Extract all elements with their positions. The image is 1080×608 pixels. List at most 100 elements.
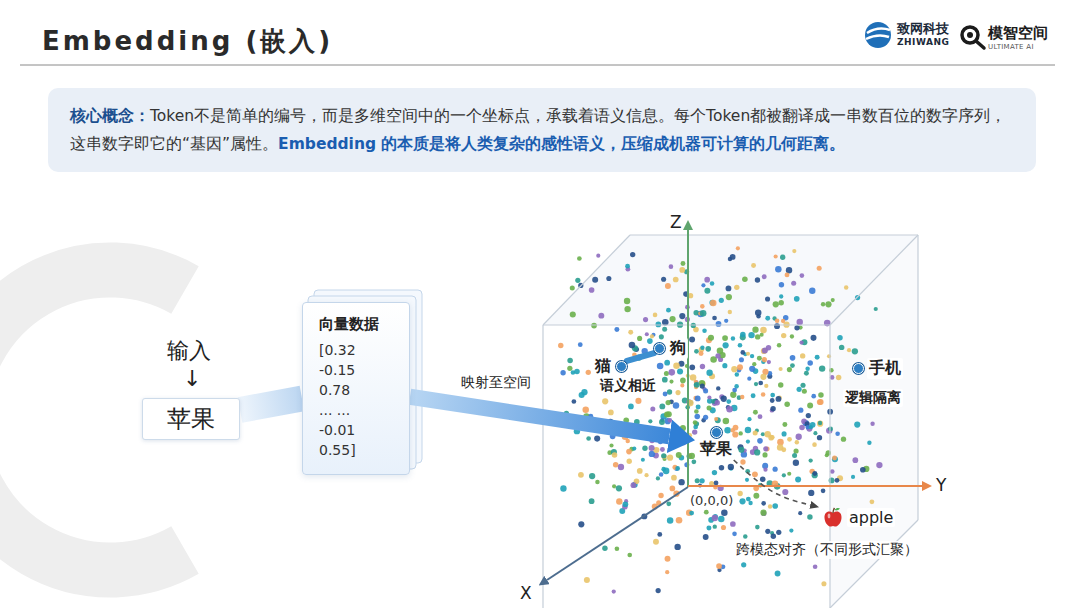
embedding-dot bbox=[703, 415, 708, 420]
embedding-dot bbox=[751, 263, 756, 268]
embedding-dot bbox=[696, 405, 701, 410]
embedding-dot bbox=[659, 404, 665, 410]
embedding-dot bbox=[734, 285, 739, 290]
embedding-dot bbox=[767, 360, 771, 364]
embedding-dot bbox=[606, 276, 611, 281]
image-point: apple bbox=[822, 506, 895, 528]
embedding-dot bbox=[715, 353, 720, 358]
embedding-dot bbox=[825, 301, 831, 307]
embedding-dot bbox=[693, 420, 698, 425]
embedding-dot bbox=[835, 431, 840, 436]
embedding-dot bbox=[787, 437, 792, 442]
embedding-dot bbox=[763, 468, 767, 472]
embedding-dot bbox=[809, 458, 813, 462]
embedding-dot bbox=[714, 400, 719, 405]
node-text: 猫 bbox=[593, 356, 613, 377]
y-axis bbox=[688, 485, 922, 487]
embedding-dot bbox=[794, 325, 799, 330]
embedding-dot bbox=[810, 422, 816, 428]
embedding-dot bbox=[790, 363, 795, 368]
embedding-dot bbox=[800, 273, 805, 278]
connector bbox=[240, 398, 302, 409]
apple-icon bbox=[822, 506, 844, 528]
embedding-dot bbox=[712, 470, 717, 475]
embedding-dot bbox=[730, 521, 736, 527]
embedding-dot bbox=[626, 449, 632, 455]
embedding-dot bbox=[721, 525, 726, 530]
embedding-dot bbox=[608, 410, 614, 416]
embedding-dot bbox=[642, 446, 647, 451]
embedding-dot bbox=[676, 517, 683, 524]
embedding-dot bbox=[799, 425, 805, 431]
embedding-dot bbox=[723, 418, 730, 425]
connector bbox=[627, 353, 654, 361]
embedding-dot bbox=[797, 387, 802, 392]
embedding-dot bbox=[644, 473, 648, 477]
embedding-dot bbox=[746, 439, 750, 443]
embedding-dot bbox=[740, 332, 746, 338]
embedding-dot bbox=[700, 304, 705, 309]
annotation: 语义相近 bbox=[598, 377, 658, 395]
embedding-dot bbox=[764, 384, 768, 388]
embedding-dot bbox=[748, 501, 752, 505]
embedding-dot bbox=[853, 457, 859, 463]
point-dot bbox=[654, 343, 665, 354]
embedding-dot bbox=[781, 447, 786, 452]
embedding-dot bbox=[780, 255, 785, 260]
embedding-dot bbox=[612, 589, 616, 593]
embedding-dot bbox=[700, 310, 707, 317]
embedding-dot bbox=[699, 478, 704, 483]
embedding-dot bbox=[714, 417, 718, 421]
embedding-dot bbox=[670, 440, 675, 445]
embedding-dot bbox=[706, 370, 712, 376]
embedding-dot bbox=[602, 398, 608, 404]
embedding-dot bbox=[661, 277, 666, 282]
embedding-dot bbox=[825, 453, 829, 457]
embedding-dot bbox=[628, 404, 634, 410]
embedding-dot bbox=[707, 395, 711, 399]
embedding-dot bbox=[772, 503, 778, 509]
embedding-dot bbox=[589, 473, 595, 479]
embedding-dot bbox=[740, 459, 745, 464]
embedding-dot bbox=[740, 395, 744, 399]
embedding-dot bbox=[578, 472, 584, 478]
embedding-dot bbox=[818, 421, 822, 425]
embedding-dot bbox=[758, 414, 763, 419]
embedding-dot bbox=[671, 475, 677, 481]
embedding-dot bbox=[818, 399, 824, 405]
embedding-dot bbox=[689, 364, 695, 370]
embedding-dot bbox=[715, 417, 721, 423]
node-text: 狗 bbox=[668, 338, 688, 359]
embedding-dot bbox=[844, 285, 848, 289]
embedding-dot bbox=[602, 546, 607, 551]
embedding-dot bbox=[782, 489, 788, 495]
z-axis bbox=[687, 230, 689, 487]
embedding-dot bbox=[773, 467, 778, 472]
embedding-dot bbox=[765, 529, 770, 534]
embedding-dot bbox=[613, 462, 618, 467]
embedding-dot bbox=[669, 380, 673, 384]
embedding-dot bbox=[831, 298, 835, 302]
embedding-dot bbox=[670, 486, 676, 492]
embedding-dot bbox=[798, 408, 803, 413]
embedding-dot bbox=[701, 283, 705, 287]
embedding-dot bbox=[694, 349, 699, 354]
point-label: 手机 bbox=[853, 358, 903, 379]
embedding-dot bbox=[626, 439, 630, 443]
embedding-dot bbox=[624, 306, 630, 312]
embedding-dot bbox=[770, 435, 775, 440]
embedding-dot bbox=[716, 321, 722, 327]
embedding-dot bbox=[669, 369, 676, 376]
magnifier-logo bbox=[962, 27, 984, 48]
embedding-dot bbox=[796, 319, 802, 325]
embedding-dot bbox=[819, 365, 825, 371]
embedding-dot bbox=[760, 374, 766, 380]
embedding-dot bbox=[804, 371, 809, 376]
embedding-dot bbox=[703, 388, 708, 393]
embedding-dot bbox=[755, 277, 760, 282]
point-dot bbox=[853, 363, 864, 374]
embedding-dot bbox=[596, 254, 600, 258]
embedding-dot bbox=[570, 286, 575, 291]
embedding-dot bbox=[761, 501, 766, 506]
embedding-dot bbox=[659, 334, 664, 339]
